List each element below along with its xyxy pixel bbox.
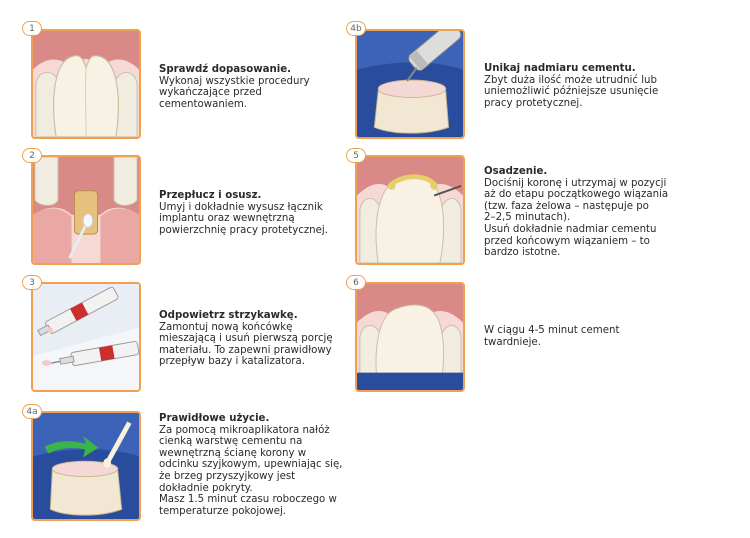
step-title: Sprawdź dopasowanie.: [159, 64, 292, 75]
crown-cement-icon: [357, 31, 463, 137]
step-text: Odpowietrz strzykawkę. Zamontuj nową koń…: [159, 310, 354, 368]
step-description: Dociśnij koronę i utrzymaj w pozycji aż …: [484, 177, 669, 259]
step-title: Prawidłowe użycie.: [159, 413, 270, 424]
step-description: Umyj i dokładnie wysusz łącznik implantu…: [159, 201, 328, 236]
step-5-illustration: [355, 155, 465, 265]
step-text: Przepłucz i osusz. Umyj i dokładnie wysu…: [159, 190, 354, 236]
step-badge: 2: [22, 148, 42, 163]
step-badge: 5: [346, 148, 366, 163]
step-badge: 6: [346, 275, 366, 290]
step-badge: 1: [22, 21, 42, 36]
step-description: W ciągu 4-5 minut cement twardnieje.: [484, 325, 620, 348]
step-description: Zamontuj nową końcówkę mieszającą i usuń…: [159, 321, 333, 368]
final-crown-icon: [357, 284, 463, 390]
teeth-front-icon: [33, 31, 139, 137]
step-description: Za pomocą mikroaplikatora nałóż cienką w…: [159, 424, 343, 517]
step-badge: 4b: [346, 21, 366, 36]
step-title: Odpowietrz strzykawkę.: [159, 310, 298, 321]
step-text: Prawidłowe użycie. Za pomocą mikroaplika…: [159, 413, 354, 517]
step-description: Wykonaj wszystkie procedury wykańczające…: [159, 75, 310, 110]
syringe-icon: [33, 284, 139, 390]
step-2-illustration: [31, 155, 141, 265]
seated-crown-icon: [357, 157, 463, 263]
step-title: Przepłucz i osusz.: [159, 190, 262, 201]
step-text: Unikaj nadmiaru cementu. Zbyt duża ilość…: [484, 63, 684, 109]
step-4b-illustration: [355, 29, 465, 139]
step-4a-illustration: [31, 411, 141, 521]
crown-applicator-icon: [33, 413, 139, 519]
step-badge: 4a: [22, 404, 42, 419]
step-6-illustration: [355, 282, 465, 392]
implant-abutment-icon: [33, 157, 139, 263]
step-text: Osadzenie. Dociśnij koronę i utrzymaj w …: [484, 166, 689, 259]
step-description: Zbyt duża ilość może utrudnić lub uniemo…: [484, 74, 659, 109]
step-badge: 3: [22, 275, 42, 290]
step-1-illustration: [31, 29, 141, 139]
step-title: Osadzenie.: [484, 166, 548, 177]
step-text: W ciągu 4-5 minut cement twardnieje.: [484, 325, 684, 348]
step-title: Unikaj nadmiaru cementu.: [484, 63, 636, 74]
step-text: Sprawdź dopasowanie. Wykonaj wszystkie p…: [159, 64, 349, 110]
step-3-illustration: [31, 282, 141, 392]
